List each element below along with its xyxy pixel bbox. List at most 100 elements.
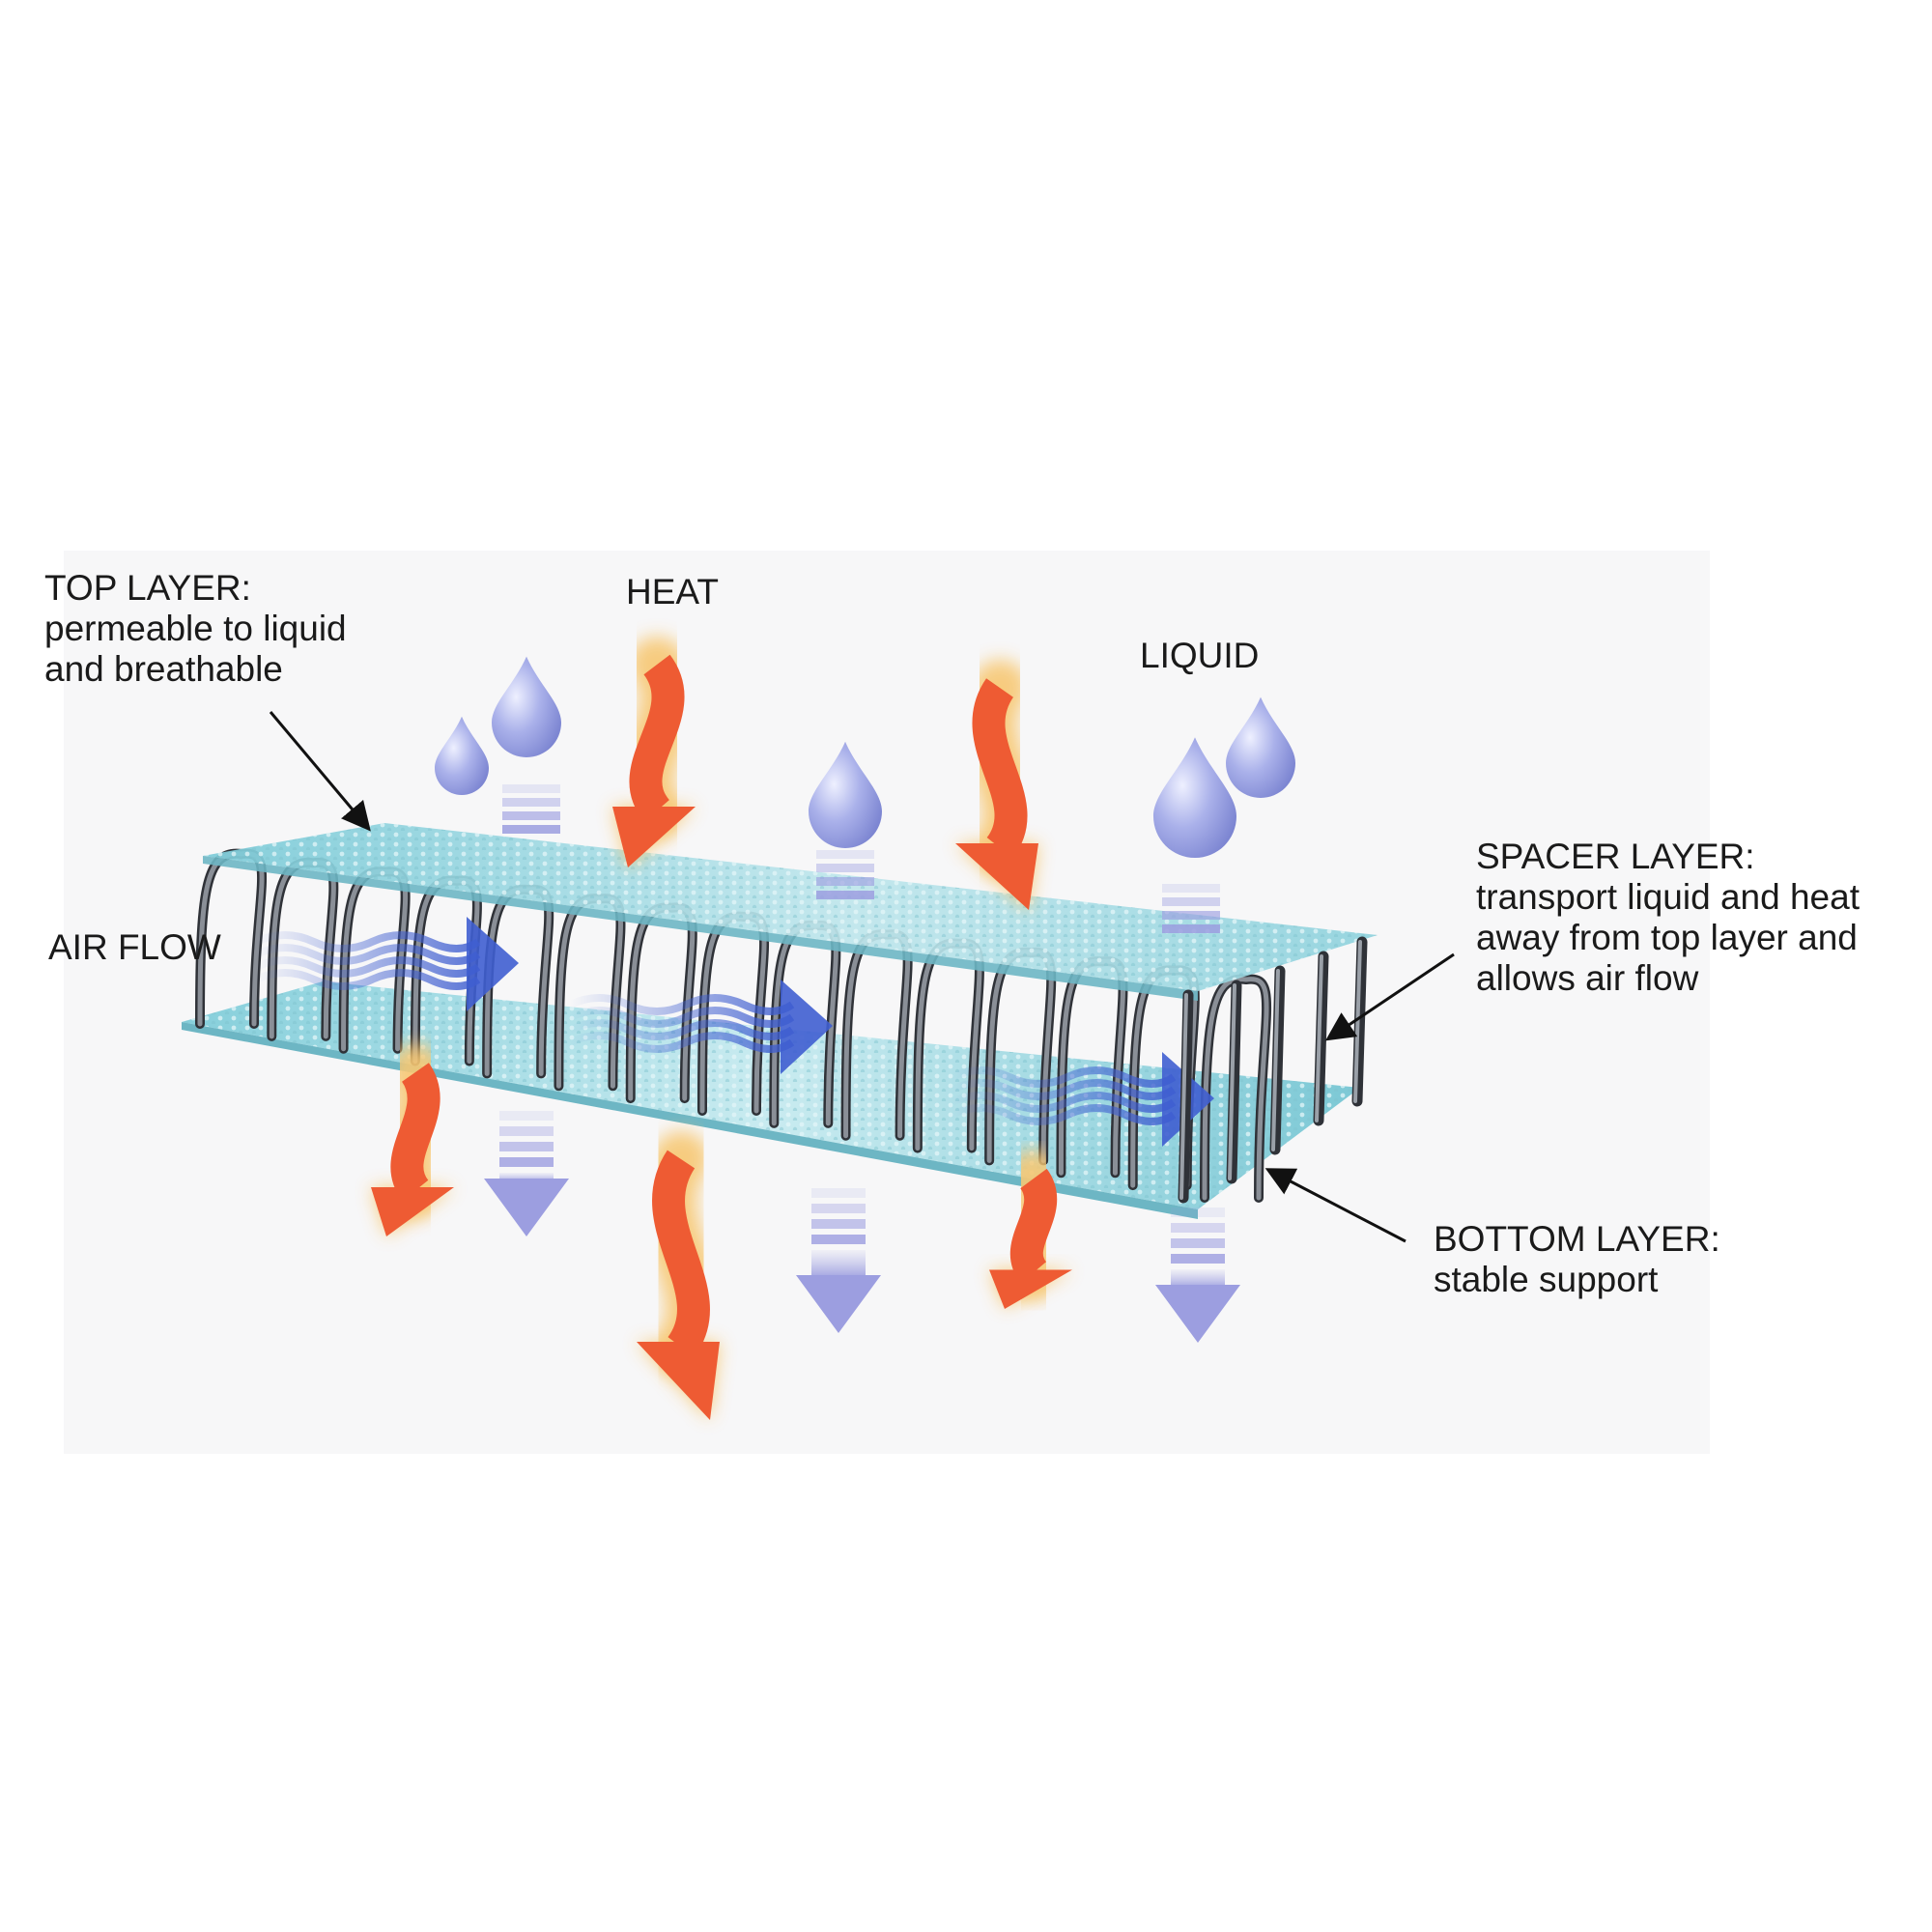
drain-stripe bbox=[811, 1188, 866, 1198]
liquid-label: LIQUID bbox=[1140, 636, 1260, 675]
air-stream bbox=[950, 1066, 1177, 1088]
top-layer bbox=[203, 823, 1378, 1001]
air-stream bbox=[254, 944, 481, 965]
liquid-stream bbox=[1162, 897, 1220, 906]
heat-head bbox=[989, 1269, 1072, 1309]
air-stream bbox=[254, 931, 481, 952]
heat-head bbox=[612, 807, 696, 867]
heat-shaft bbox=[652, 1150, 710, 1357]
droplet-icon bbox=[492, 656, 561, 757]
air-stream bbox=[254, 956, 481, 978]
spacer-edge-fibers bbox=[1178, 936, 1368, 1204]
wavy-heat-arrow-icon bbox=[955, 660, 1039, 910]
air-stream bbox=[568, 994, 795, 1015]
liquid-stream bbox=[502, 811, 560, 820]
spacer-layer-pointer bbox=[1325, 952, 1455, 1041]
liquid-stream bbox=[816, 877, 874, 886]
fiber-loop bbox=[1202, 977, 1269, 1201]
drain-head bbox=[1155, 1285, 1240, 1343]
liquid-stream bbox=[502, 825, 560, 834]
wavy-heat-arrow-icon bbox=[612, 637, 696, 867]
drain-stripe bbox=[1171, 1238, 1225, 1248]
down-arrow-icon bbox=[796, 1188, 881, 1333]
droplet-icon bbox=[1226, 696, 1295, 798]
down-arrow-icon bbox=[1155, 1208, 1240, 1343]
drain-stripe bbox=[499, 1142, 554, 1151]
air-stream bbox=[568, 1032, 795, 1053]
drain-stripe bbox=[1171, 1223, 1225, 1233]
wavy-heat-arrow-icon bbox=[637, 1131, 722, 1420]
edge-fiber bbox=[1353, 940, 1362, 1103]
droplet-icon bbox=[809, 741, 882, 848]
spacer-layer-line3: allows air flow bbox=[1476, 958, 1699, 998]
air-flow-arrow-icon bbox=[950, 1052, 1214, 1147]
heat-shaft bbox=[1009, 1168, 1058, 1284]
drain-stripe bbox=[499, 1126, 554, 1136]
air-stream bbox=[950, 1104, 1177, 1125]
edge-fiber bbox=[1271, 969, 1280, 1151]
heat-shaft bbox=[629, 654, 685, 822]
air-stream bbox=[568, 1019, 795, 1040]
drain-head bbox=[796, 1275, 881, 1333]
drain-shaft bbox=[499, 1173, 554, 1182]
air-flow-arrow-icon bbox=[568, 980, 833, 1074]
liquid-droplets bbox=[435, 656, 1295, 933]
drain-stripe bbox=[499, 1157, 554, 1167]
bottom-layer-line1: stable support bbox=[1434, 1260, 1659, 1299]
top-layer-pointer bbox=[269, 711, 371, 832]
drain-arrows bbox=[484, 1111, 1240, 1343]
down-arrow-icon bbox=[484, 1111, 569, 1236]
drain-stripe bbox=[499, 1111, 554, 1121]
heat-head bbox=[637, 1342, 720, 1420]
bottom-layer-label: BOTTOM LAYER: stable support bbox=[1434, 1219, 1720, 1300]
drain-head bbox=[484, 1179, 569, 1236]
drain-shaft bbox=[811, 1250, 866, 1279]
droplet-icon bbox=[435, 716, 489, 795]
heat-head bbox=[955, 843, 1038, 910]
heat-arrows bbox=[371, 637, 1072, 1420]
wavy-heat-arrow-icon bbox=[989, 1151, 1072, 1309]
drain-stripe bbox=[811, 1204, 866, 1213]
liquid-stream bbox=[816, 864, 874, 872]
top-layer-line2: and breathable bbox=[44, 649, 283, 689]
spacer-layer-line1: transport liquid and heat bbox=[1476, 877, 1860, 917]
air-flow-label: AIR FLOW bbox=[48, 927, 221, 967]
heat-shaft bbox=[390, 1063, 440, 1202]
liquid-stream bbox=[502, 798, 560, 807]
edge-fiber bbox=[1179, 993, 1188, 1200]
air-stream bbox=[568, 1007, 795, 1028]
drain-stripe bbox=[1171, 1254, 1225, 1264]
drain-stripe bbox=[811, 1235, 866, 1244]
air-stream bbox=[950, 1092, 1177, 1113]
liquid-stream bbox=[816, 891, 874, 899]
liquid-stream bbox=[1162, 924, 1220, 933]
air-arrow-head bbox=[467, 917, 519, 1011]
air-flow-arrows bbox=[254, 917, 1214, 1147]
top-layer-label: TOP LAYER: permeable to liquid and breat… bbox=[44, 568, 347, 690]
liquid-stream bbox=[1162, 911, 1220, 920]
droplet-icon bbox=[1153, 737, 1237, 859]
bottom-layer-title: BOTTOM LAYER: bbox=[1434, 1219, 1720, 1259]
wavy-heat-arrow-icon bbox=[371, 1044, 454, 1236]
top-layer-line1: permeable to liquid bbox=[44, 609, 347, 648]
air-stream bbox=[950, 1079, 1177, 1100]
spacer-layer-label: SPACER LAYER: transport liquid and heat … bbox=[1476, 837, 1860, 999]
heat-shaft bbox=[972, 678, 1028, 859]
edge-fiber bbox=[1228, 983, 1236, 1180]
air-flow-arrow-icon bbox=[254, 917, 519, 1011]
air-stream bbox=[254, 969, 481, 990]
heat-label: HEAT bbox=[626, 572, 719, 611]
drain-stripe bbox=[1171, 1208, 1225, 1217]
liquid-stream bbox=[816, 850, 874, 859]
spacer-layer-line2: away from top layer and bbox=[1476, 918, 1858, 957]
air-arrow-head bbox=[781, 980, 833, 1074]
liquid-stream bbox=[502, 784, 560, 793]
bottom-layer-pointer bbox=[1264, 1168, 1406, 1243]
top-layer-title: TOP LAYER: bbox=[44, 568, 251, 608]
spacer-layer-title: SPACER LAYER: bbox=[1476, 837, 1755, 876]
edge-fiber bbox=[1315, 954, 1323, 1122]
liquid-stream bbox=[1162, 884, 1220, 893]
drain-stripe bbox=[811, 1219, 866, 1229]
drain-shaft bbox=[1171, 1269, 1225, 1289]
